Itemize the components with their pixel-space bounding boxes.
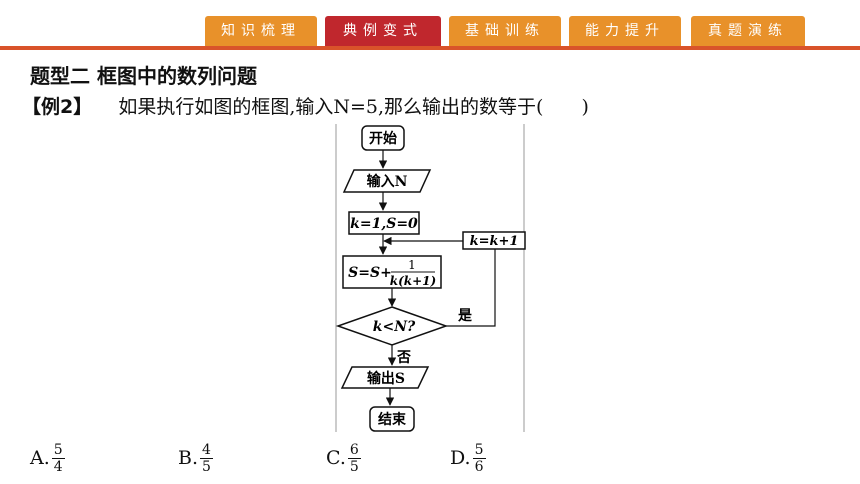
flow-output-box (340, 366, 430, 389)
question: 【例2】 如果执行如图的框图,输入N=5,那么输出的数等于( ) (22, 92, 589, 119)
tab-basic-training[interactable]: 基础训练 (449, 16, 561, 46)
flow-yes-label: 是 (458, 308, 473, 324)
flow-update-num: 1 (408, 258, 416, 272)
question-text: 如果执行如图的框图,输入N=5,那么输出的数等于( ) (118, 96, 589, 118)
section-title: 题型二 框图中的数列问题 (30, 64, 257, 88)
flow-end-text: 结束 (378, 411, 407, 428)
answer-a-letter: A. (30, 447, 50, 469)
answer-b-num: 4 (200, 441, 213, 459)
flow-yes-line (446, 249, 496, 327)
answer-a-num: 5 (51, 441, 65, 459)
top-divider (0, 46, 860, 50)
answer-a[interactable]: A. 5 4 (30, 438, 65, 478)
flow-decision-text: k<N? (373, 319, 416, 335)
answer-c-num: 6 (347, 441, 361, 459)
answer-d-num: 5 (472, 441, 486, 459)
answer-b-letter: B. (178, 447, 199, 469)
answer-c-fraction: 6 5 (347, 441, 361, 475)
flow-update-prefix: S=S+ (348, 265, 392, 281)
answer-d-den: 6 (474, 458, 484, 475)
answer-c-letter: C. (326, 447, 346, 469)
flow-init-text: k=1,S=0 (350, 216, 418, 232)
answer-b-fraction: 4 5 (200, 442, 213, 475)
tab-ability[interactable]: 能力提升 (569, 16, 681, 46)
flow-end-box (369, 406, 415, 432)
flow-input-text: 输入N (367, 173, 408, 190)
flow-no-label: 否 (396, 350, 411, 366)
answer-c-den: 5 (349, 458, 359, 475)
flow-increment-text: k=k+1 (470, 234, 519, 249)
flow-update-den: k(k+1) (390, 274, 436, 288)
answer-b[interactable]: B. 4 5 (178, 438, 213, 478)
answer-d-fraction: 5 6 (472, 441, 486, 475)
tab-knowledge[interactable]: 知识梳理 (205, 16, 317, 46)
tab-examples[interactable]: 典例变式 (325, 16, 441, 46)
answer-d[interactable]: D. 5 6 (450, 438, 486, 478)
answer-c[interactable]: C. 6 5 (326, 438, 361, 478)
flow-input-box (342, 169, 432, 193)
answer-options: A. 5 4 B. 4 5 C. 6 5 D. 5 6 (30, 438, 830, 478)
answer-b-den: 5 (202, 458, 211, 475)
answer-d-letter: D. (450, 447, 471, 469)
flow-start-text: 开始 (369, 130, 397, 147)
answer-a-den: 4 (53, 458, 63, 475)
question-label: 【例2】 (22, 96, 93, 118)
tab-real-exams[interactable]: 真题演练 (691, 16, 805, 46)
flow-init-box (348, 211, 420, 235)
flow-output-text: 输出S (367, 370, 405, 387)
answer-a-fraction: 5 4 (51, 441, 65, 475)
